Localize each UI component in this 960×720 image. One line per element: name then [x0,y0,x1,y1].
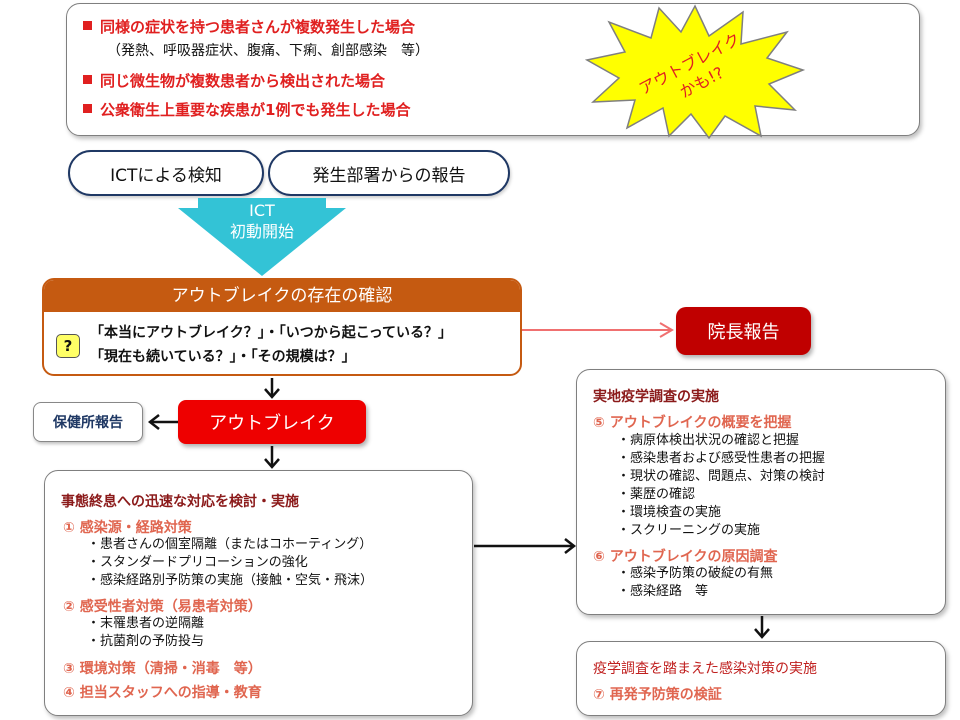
response-section-4: ④ 担当スタッフへの指導・教育 [63,685,262,701]
criteria-item-2: 同じ微生物が複数患者から検出された場合 [83,72,385,90]
confirm-box: アウトブレイクの存在の確認 ? 「本当にアウトブレイク？」・「いつから起こってい… [42,278,522,376]
response-item-2-1: ・末罹患者の逆隔離 [87,616,205,631]
survey-box: 実地疫学調査の実施 ⑤ アウトブレイクの概要を把握 ・病原体検出状況の確認と把握… [576,369,946,615]
measures-title: 疫学調査を踏まえた感染対策の実施 [593,661,817,677]
survey-item-5-5: ・環境検査の実施 [617,505,722,520]
confirm-question-2: 「現在も続いている？」・「その規模は？」 [90,349,356,365]
director-report-label: 院長報告 [707,322,780,343]
survey-item-5-4: ・薬歴の確認 [617,487,696,502]
bullet-square-icon [83,104,92,113]
survey-title: 実地疫学調査の実施 [593,389,719,405]
confirm-title: アウトブレイクの存在の確認 [171,286,393,306]
bullet-square-icon [83,75,92,84]
survey-item-5-3: ・現状の確認、問題点、対策の検討 [617,469,826,484]
funnel-line-1: ICT [249,201,275,220]
response-item-1-3: ・感染経路別予防策の実施（接触・空気・飛沫） [87,573,374,588]
arrow-down-icon [264,378,280,399]
measures-section-7: ⑦ 再発予防策の検証 [593,687,722,703]
health-center-report-box: 保健所報告 [33,402,143,442]
arrow-down-icon [264,446,280,469]
question-icon: ? [56,334,80,358]
ict-detection-label: ICTによる検知 [110,165,222,186]
response-item-1-2: ・スタンダードプリコーションの強化 [87,555,308,570]
survey-item-5-2: ・感染患者および感受性患者の把握 [617,451,826,466]
response-section-1: ① 感染源・経路対策 [63,520,192,536]
director-report-box: 院長報告 [676,307,811,355]
funnel-line-2: 初動開始 [230,222,294,241]
department-report-pill: 発生部署からの報告 [268,150,510,196]
criteria-item-1: 同様の症状を持つ患者さんが複数発生した場合 [83,18,415,36]
health-center-report-label: 保健所報告 [53,415,123,431]
response-title: 事態終息への迅速な対応を検討・実施 [61,494,299,510]
question-icon-label: ? [63,337,73,355]
survey-section-5: ⑤ アウトブレイクの概要を把握 [593,415,792,431]
outbreak-label: アウトブレイク [209,413,335,434]
criteria-item-3: 公衆衛生上重要な疾患が1例でも発生した場合 [83,101,410,119]
ict-start-arrow-icon: ICT 初動開始 [178,198,346,276]
criteria-text-3: 公衆衛生上重要な疾患が1例でも発生した場合 [100,101,411,119]
response-item-1-1: ・患者さんの個室隔離（またはコホーティング） [87,537,373,552]
arrow-down-icon [754,616,770,639]
measures-box: 疫学調査を踏まえた感染対策の実施 ⑦ 再発予防策の検証 [576,641,946,716]
criteria-text-2: 同じ微生物が複数患者から検出された場合 [100,72,386,90]
arrow-to-health-center-icon [147,414,178,430]
response-section-3: ③ 環境対策（清掃・消毒 等） [63,661,262,677]
ict-detection-pill: ICTによる検知 [68,150,264,196]
survey-section-6: ⑥ アウトブレイクの原因調査 [593,549,778,565]
department-report-label: 発生部署からの報告 [312,165,466,186]
response-box: 事態終息への迅速な対応を検討・実施 ① 感染源・経路対策 ・患者さんの個室隔離（… [44,470,473,716]
confirm-title-bar: アウトブレイクの存在の確認 [44,280,520,312]
outbreak-burst-icon: アウトブレイク かも!? [585,4,805,139]
outbreak-box: アウトブレイク [178,400,366,444]
response-item-2-2: ・抗菌剤の予防投与 [87,634,205,649]
arrow-to-survey-icon [474,538,577,554]
survey-item-5-6: ・スクリーニングの実施 [617,523,761,538]
survey-item-6-2: ・感染経路 等 [617,584,709,599]
survey-item-5-1: ・病原体検出状況の確認と把握 [617,433,800,448]
criteria-note: （発熱、呼吸器症状、腹痛、下痢、創部感染 等） [107,43,429,59]
confirm-question-1: 「本当にアウトブレイク？」・「いつから起こっている？」 [90,325,453,341]
bullet-square-icon [83,21,92,30]
arrow-to-director-icon [522,322,674,338]
survey-item-6-1: ・感染予防策の破綻の有無 [617,566,774,581]
response-section-2: ② 感受性者対策（易患者対策） [63,599,262,615]
criteria-text-1: 同様の症状を持つ患者さんが複数発生した場合 [100,18,416,36]
